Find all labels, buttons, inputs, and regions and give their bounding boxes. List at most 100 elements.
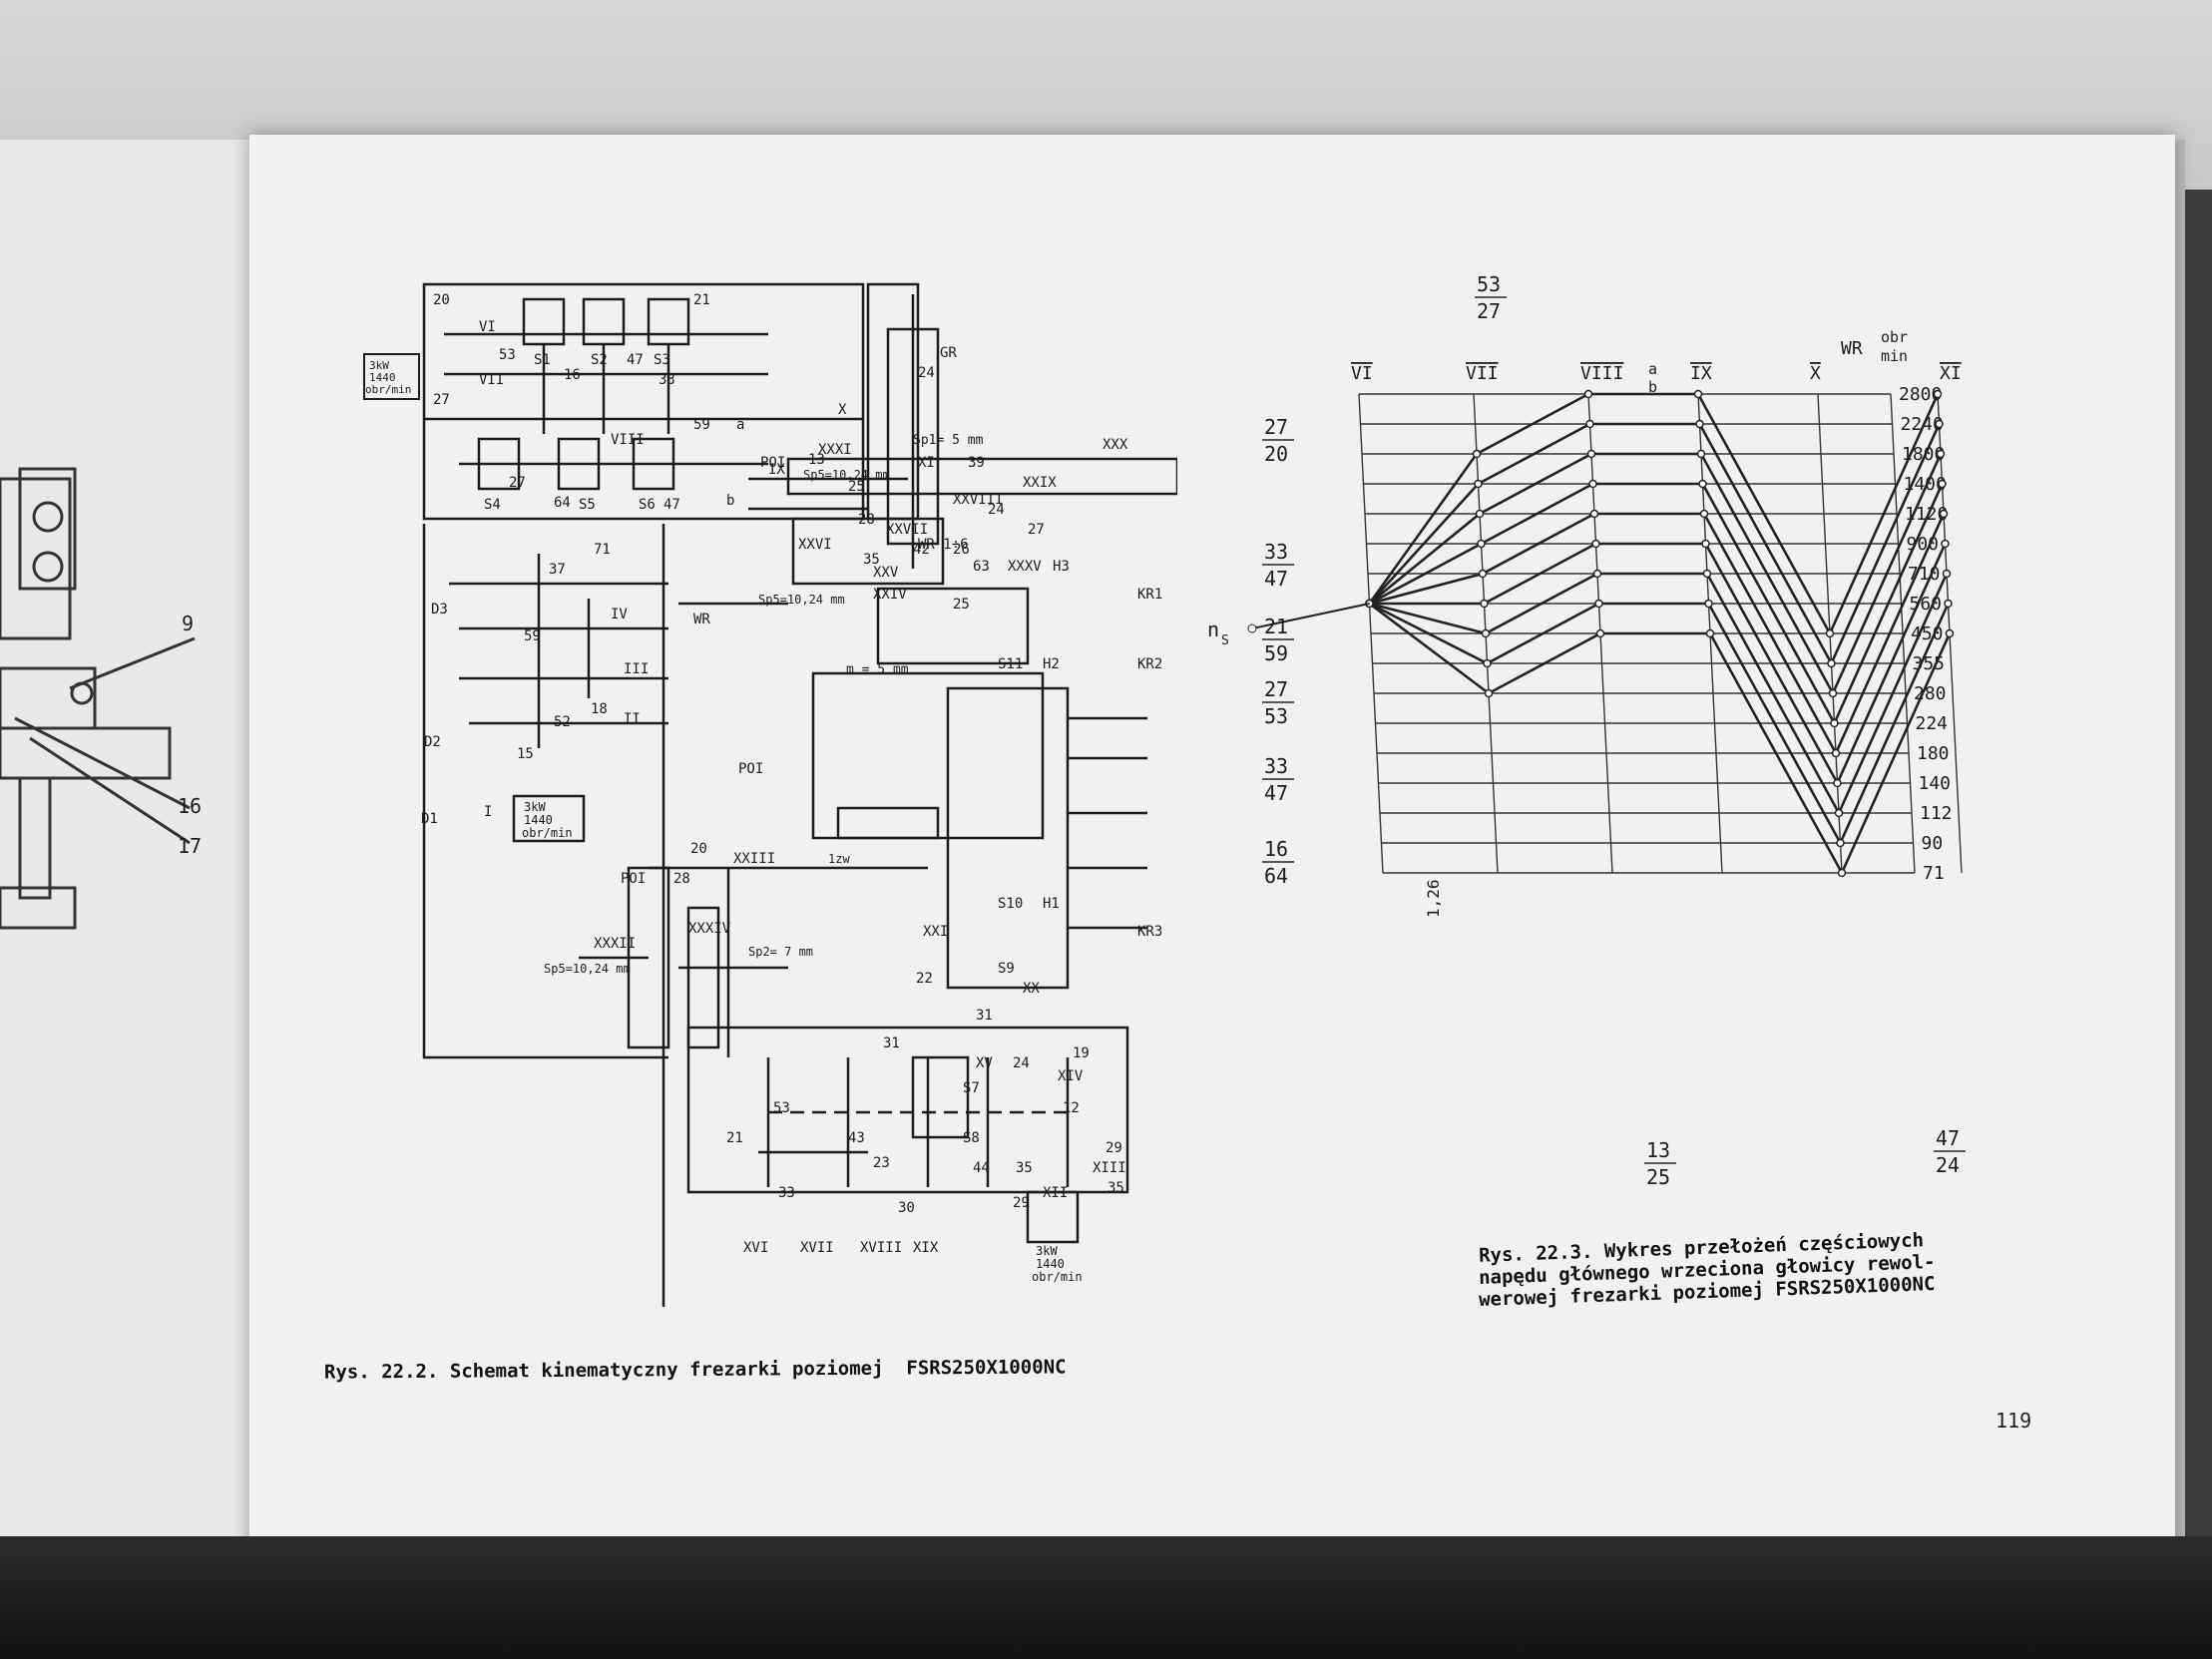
shaft-label: XI xyxy=(918,455,935,471)
pitch-label: 1zw xyxy=(828,852,850,866)
shaft-label: III xyxy=(624,661,649,677)
output-label: KR2 xyxy=(1137,656,1162,672)
pitch-label: Sp5=10,24 mm xyxy=(544,962,631,976)
ratio-node xyxy=(1474,479,1483,489)
gear-label: 59 xyxy=(524,628,541,644)
ratio-node xyxy=(1583,389,1593,399)
ratio-node xyxy=(1696,449,1706,459)
pitch-label: Sp5=10,24 mm xyxy=(803,468,890,482)
column-label: VI xyxy=(1351,363,1373,384)
poi-label: POI xyxy=(621,871,646,887)
gear-label: 27 xyxy=(433,392,450,408)
ratio-node xyxy=(1472,449,1482,459)
column-label: VIII xyxy=(1580,363,1623,384)
gear-label: 35 xyxy=(863,552,880,568)
axis-unit-num: obr xyxy=(1881,328,1908,346)
speed-label: 280 xyxy=(1914,683,1947,704)
ratio-node xyxy=(1945,628,1955,638)
letter-label: X xyxy=(838,402,847,418)
speed-label: 2240 xyxy=(1901,414,1944,435)
ratio-node xyxy=(1705,628,1715,638)
pitch-label: Sp5=10,24 mm xyxy=(758,593,845,607)
shaft-label: XXXII xyxy=(594,936,636,952)
gear-label: 29 xyxy=(1106,1140,1122,1156)
ratio-path xyxy=(1368,452,1943,696)
motor-label: 3kW xyxy=(369,359,389,372)
ratio-node xyxy=(1939,509,1949,519)
letter-label: b xyxy=(726,493,734,509)
gear-label: 25 xyxy=(848,479,865,495)
ratio-den: 20 xyxy=(1264,442,1288,466)
ratio-node xyxy=(1944,599,1953,609)
clutch-label: S7 xyxy=(963,1080,980,1096)
motor-label: 3kW xyxy=(524,800,546,814)
clutch-label: S5 xyxy=(579,497,596,513)
ratio-node xyxy=(1828,688,1838,698)
ratio-node xyxy=(1701,539,1710,549)
shaft-label: XXV xyxy=(873,565,899,581)
ratio-den: 47 xyxy=(1264,567,1288,591)
gear-label: 64 xyxy=(554,495,571,511)
ratio-num: 21 xyxy=(1264,615,1288,638)
gear-label: 31 xyxy=(976,1008,993,1024)
ratio-num: 16 xyxy=(1264,837,1288,861)
ratio-path xyxy=(1369,542,1947,786)
ratio-node xyxy=(1592,569,1602,579)
drive-label: D2 xyxy=(424,734,441,750)
column-label: VII xyxy=(1466,363,1499,384)
gear-label: 26 xyxy=(953,542,970,558)
ns-node xyxy=(1247,623,1257,633)
shaft-label: XVIII xyxy=(860,1240,902,1256)
shaft-label: XXXIV xyxy=(688,921,731,937)
gear-label: 28 xyxy=(673,871,690,887)
ratio-path xyxy=(1368,602,1950,846)
speed-label: 71 xyxy=(1923,863,1945,884)
ratio-node xyxy=(1693,389,1703,399)
ratio-node xyxy=(1477,539,1486,549)
ratio-node xyxy=(1825,628,1835,638)
ratio-node xyxy=(1942,569,1952,579)
clutch-label: H2 xyxy=(1043,656,1060,672)
gear-label: 24 xyxy=(918,365,935,381)
ratio-den: 24 xyxy=(1936,1153,1960,1177)
grid-col-line xyxy=(1358,393,1384,874)
book-shadow xyxy=(0,1536,2212,1659)
pitch-label: Sp1= 5 mm xyxy=(913,433,984,448)
gear-label: 33 xyxy=(659,372,675,388)
shaft-label: XII xyxy=(1043,1185,1068,1201)
gear-label: 63 xyxy=(973,559,990,575)
ratio-node xyxy=(1483,658,1492,668)
gear-label: 22 xyxy=(916,971,933,987)
gear-label: 19 xyxy=(1073,1045,1090,1061)
ratio-den: 59 xyxy=(1264,641,1288,665)
clutch-label: S8 xyxy=(963,1130,980,1146)
drive-label: D1 xyxy=(421,811,438,827)
kinematic-scheme: 20 VI 53 S1 16 S2 47 S3 21 33 VII 27 59 … xyxy=(363,282,1177,1307)
gear-label: 33 xyxy=(778,1185,795,1201)
ratio-node xyxy=(1933,389,1943,399)
shaft-label: VIII xyxy=(611,432,645,448)
axis-unit-den: min xyxy=(1881,347,1908,365)
ratio-num: 33 xyxy=(1264,754,1288,778)
gear-label: 42 xyxy=(913,542,930,558)
ratio-node xyxy=(1480,599,1489,609)
ratio-node xyxy=(1589,509,1599,519)
output-label: WR xyxy=(693,612,710,627)
gear-label: 53 xyxy=(499,347,516,363)
shaft-label: XIV xyxy=(1058,1068,1084,1084)
speed-label: 560 xyxy=(1910,594,1943,615)
ratio-node xyxy=(1695,419,1704,429)
gear-label: 21 xyxy=(693,292,710,308)
speed-label: 112 xyxy=(1920,803,1953,824)
poi-label: POI xyxy=(760,455,785,471)
speed-label: 710 xyxy=(1908,564,1941,585)
gear-label: 71 xyxy=(594,542,611,558)
shaft-label: XXI xyxy=(923,924,948,940)
shaft-label: XXIII xyxy=(733,851,775,867)
gear-label: 43 xyxy=(848,1130,865,1146)
speed-label: 180 xyxy=(1917,743,1950,764)
ratio-node xyxy=(1830,718,1839,728)
gear-label: 20 xyxy=(690,841,707,857)
motor-label: 3kW xyxy=(1036,1244,1058,1258)
